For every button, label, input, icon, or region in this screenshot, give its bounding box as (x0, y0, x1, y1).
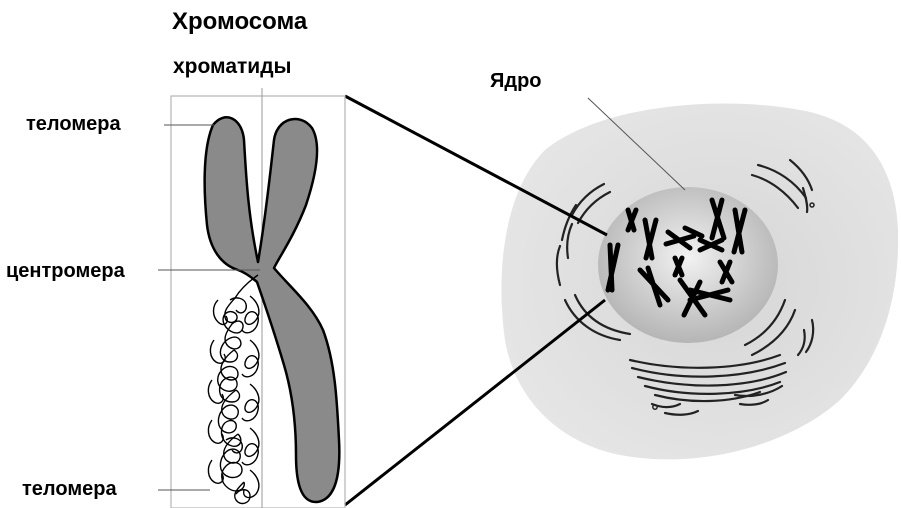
nucleus-label: Ядро (490, 71, 542, 91)
nucleus (598, 187, 778, 343)
diagram-title: Хромосома (172, 10, 307, 34)
chromatids-label: хроматиды (173, 56, 291, 77)
chromatin-coil (208, 275, 259, 503)
centromere-label: центромера (6, 261, 125, 281)
telomere-top-label: теломера (26, 114, 121, 134)
telomere-bottom-label: теломера (22, 479, 117, 499)
chromosome-body (205, 117, 340, 502)
